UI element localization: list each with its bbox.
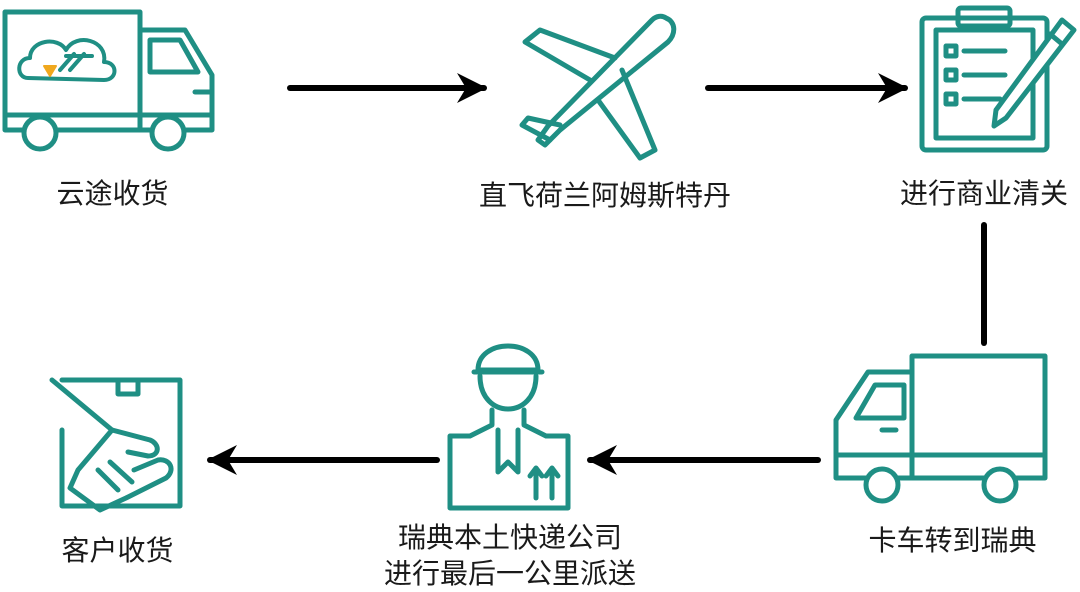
truck-icon (833, 353, 1048, 504)
step-label-truck-to-sweden: 卡车转到瑞典 (868, 524, 1037, 557)
step-label-local-courier-line1: 瑞典本土快递公司 (397, 521, 622, 554)
hand-receiving-package-icon (49, 377, 183, 513)
step-label-receive: 云途收货 (56, 177, 169, 210)
step-label-customer-receive: 客户收货 (61, 534, 174, 567)
delivery-truck-icon (2, 9, 215, 152)
step-label-local-courier-line2: 进行最后一公里派送 (383, 557, 636, 590)
courier-with-box-icon (447, 343, 571, 511)
clipboard-checklist-icon (919, 5, 1077, 153)
airplane-icon (519, 13, 677, 161)
step-label-flight: 直飞荷兰阿姆斯特丹 (478, 179, 731, 212)
step-label-customs: 进行商业清关 (899, 177, 1068, 210)
flow-arrows (207, 73, 987, 475)
